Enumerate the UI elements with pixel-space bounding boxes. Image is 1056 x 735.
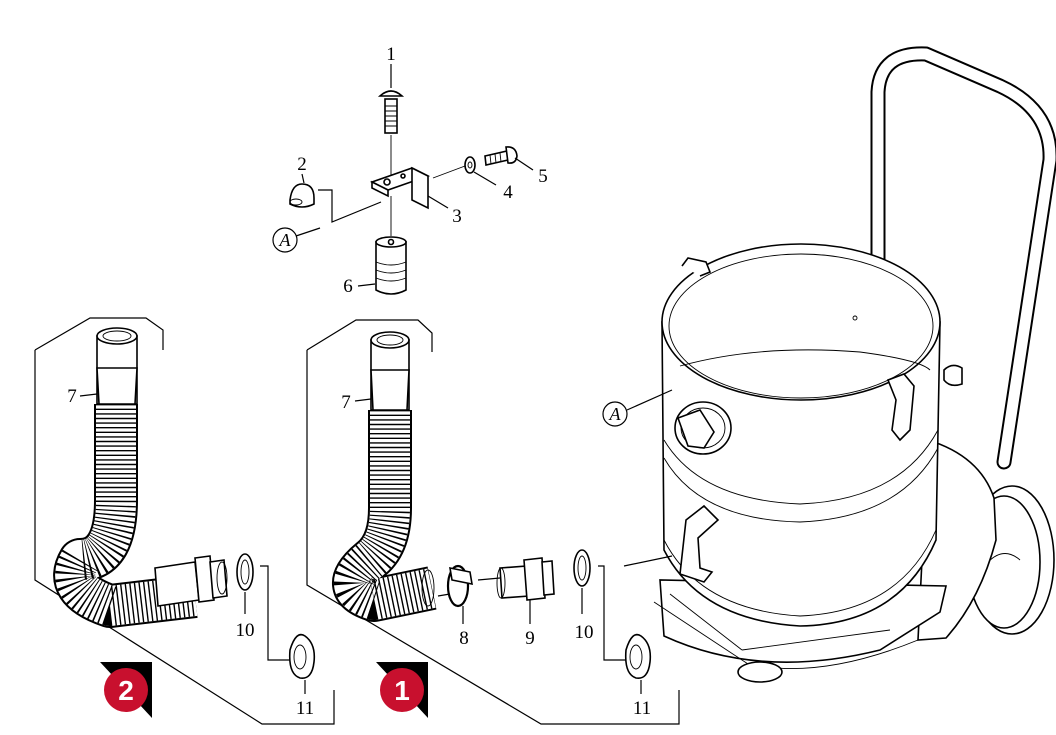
- vacuum-drum-rim: [661, 243, 941, 401]
- variant-badge-2: 2: [100, 662, 152, 718]
- callout-10-left: 10: [236, 620, 255, 641]
- callout-6: 6: [343, 276, 353, 297]
- vacuum-latch-side: [886, 373, 915, 442]
- callout-5: 5: [538, 166, 548, 187]
- part-washer-4: [464, 156, 497, 186]
- leader-10-11-middle: [598, 565, 628, 661]
- vacuum-latch-top: [681, 257, 712, 277]
- callout-11-middle: 11: [633, 698, 651, 719]
- variant-badge-2-label: 2: [118, 675, 134, 706]
- callout-7-left: 7: [67, 386, 77, 407]
- leader-10-11-left: [260, 565, 292, 661]
- callout-11-left: 11: [296, 698, 314, 719]
- variant-2-assembly: 2: [34, 317, 335, 725]
- callout-labels: 1 2 3 4 5 6 7 7 8 9 10 10 11 11: [67, 44, 651, 719]
- vacuum-cleaner-body: A: [602, 46, 1056, 683]
- part-fitting-9: [496, 557, 555, 624]
- part-cap-2: [289, 173, 315, 208]
- vacuum-side-handle: [679, 504, 720, 583]
- part-screw-1: [377, 64, 405, 178]
- part-hose-7-left: [53, 327, 198, 628]
- callout-2: 2: [297, 154, 307, 175]
- callout-10-middle: 10: [575, 622, 594, 643]
- reference-mark-a-top-label: A: [279, 230, 292, 250]
- callout-1: 1: [386, 44, 396, 65]
- variant-1-frame: [306, 350, 680, 725]
- part-hose-fitting-left: [154, 555, 228, 607]
- part-sleeve-6: [357, 196, 407, 295]
- variant-2-frame: [34, 350, 335, 725]
- callout-7-middle: 7: [341, 392, 351, 413]
- reference-mark-a-body: A: [602, 401, 628, 427]
- callout-3: 3: [452, 206, 462, 227]
- callout-9: 9: [525, 628, 535, 649]
- callout-8: 8: [459, 628, 469, 649]
- leader-bracket-a: [318, 189, 382, 223]
- variant-2-frame-top: [34, 317, 164, 351]
- reference-mark-a-body-label: A: [609, 404, 622, 424]
- vacuum-cord-hook: [943, 364, 963, 387]
- vacuum-drum: [661, 321, 941, 627]
- variant-badge-1: 1: [376, 662, 428, 718]
- part-bracket-3: [369, 166, 449, 210]
- part-nut-11-left: [288, 633, 316, 694]
- bracket-assembly: A: [272, 64, 534, 295]
- part-nut-11-middle: [624, 633, 652, 694]
- part-screw-5: [432, 146, 534, 179]
- variant-1-assembly: 1: [306, 319, 680, 725]
- callout-4: 4: [503, 182, 513, 203]
- variant-badge-1-label: 1: [394, 675, 410, 706]
- reference-mark-a-top: A: [272, 227, 298, 253]
- part-washer-10-left: [236, 553, 254, 614]
- part-hose-7-middle: [332, 331, 437, 622]
- vacuum-hose-inlet: [674, 401, 732, 455]
- part-washer-10-middle: [573, 549, 591, 614]
- part-clamp-8: [437, 564, 473, 624]
- variant-1-frame-top: [306, 319, 433, 352]
